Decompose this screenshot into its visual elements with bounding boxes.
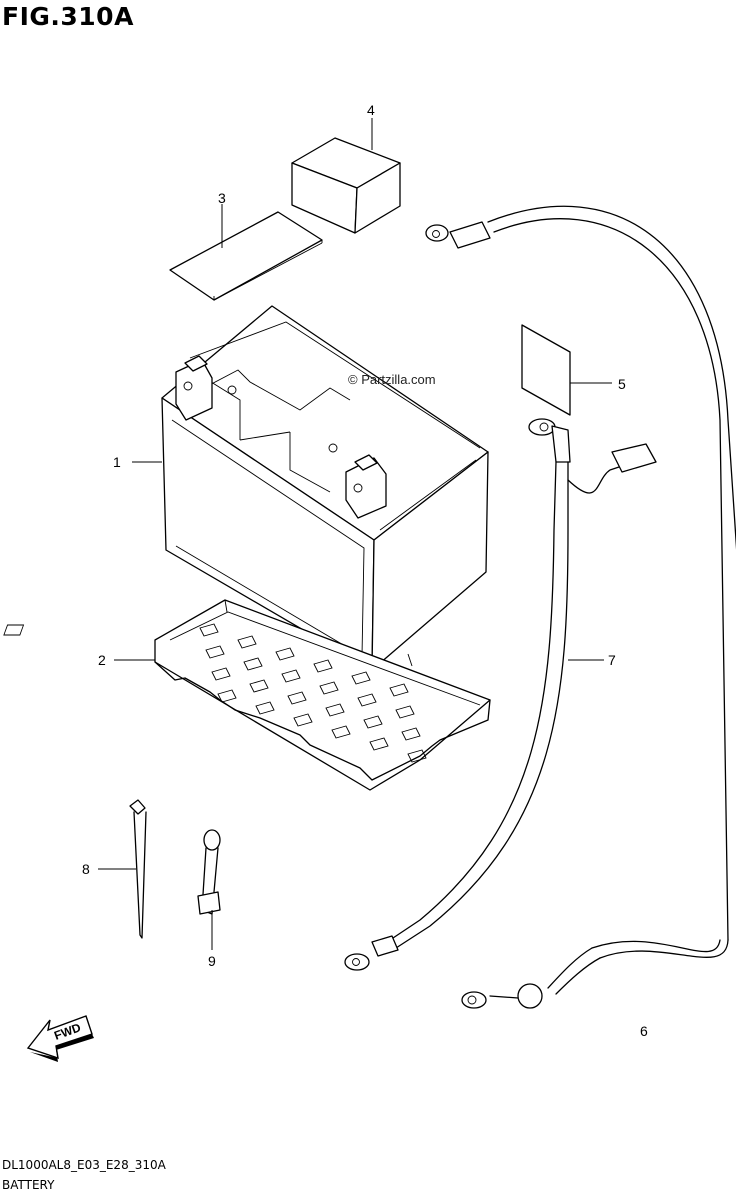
callout-labels: 1 2 3 4 5 6 7 8 9 <box>82 102 648 1039</box>
tray-cutout <box>293 713 313 727</box>
tray-cutout <box>243 657 263 671</box>
callout-4: 4 <box>367 102 375 118</box>
callout-3: 3 <box>218 190 226 206</box>
tray-cutout <box>357 693 377 707</box>
tray-cutout <box>275 647 295 661</box>
tray-cutout <box>363 715 383 729</box>
part-3-sheet[interactable] <box>169 211 323 301</box>
part-1-battery[interactable] <box>161 305 489 671</box>
tray-cutout <box>313 659 333 673</box>
callout-7: 7 <box>608 652 616 668</box>
callout-9: 9 <box>208 953 216 969</box>
tray-cutout <box>407 749 427 763</box>
part-6-cable[interactable] <box>425 205 736 1009</box>
tray-cutout <box>369 737 389 751</box>
part-4-box[interactable] <box>291 137 401 234</box>
tray-cutout <box>237 635 257 649</box>
figure-title: FIG.310A <box>2 2 134 31</box>
callout-6: 6 <box>640 1023 648 1039</box>
tray-cutout <box>287 691 307 705</box>
tray-cutout <box>351 671 371 685</box>
tray-cutout <box>199 623 219 637</box>
tray-cutout <box>395 705 415 719</box>
part-8-cable-tie[interactable] <box>129 799 147 939</box>
callout-2: 2 <box>98 652 106 668</box>
callout-1: 1 <box>113 454 121 470</box>
leader-lines <box>98 118 612 950</box>
tray-cutout <box>389 683 409 697</box>
callout-8: 8 <box>82 861 90 877</box>
figure-name: BATTERY <box>2 1178 55 1192</box>
part-5-label[interactable] <box>521 324 571 416</box>
tray-cutout <box>217 689 237 703</box>
tray-cutout <box>211 667 231 681</box>
tray-cutout <box>319 681 339 695</box>
tray-cutout <box>331 725 351 739</box>
tray-cutout <box>255 701 275 715</box>
tray-cutout <box>205 645 225 659</box>
callout-5: 5 <box>618 376 626 392</box>
tray-cutout <box>325 703 345 717</box>
part-9-clamp[interactable] <box>197 829 221 915</box>
tray-cutouts <box>199 623 427 763</box>
part-7-cable[interactable] <box>344 418 657 971</box>
tray-cutout <box>401 727 421 741</box>
tray-cutout <box>281 669 301 683</box>
fwd-arrow-icon: FWD <box>26 1015 94 1062</box>
watermark: © Partzilla.com <box>348 372 436 387</box>
figure-code: DL1000AL8_E03_E28_310A <box>2 1158 166 1172</box>
tray-cutout <box>249 679 269 693</box>
